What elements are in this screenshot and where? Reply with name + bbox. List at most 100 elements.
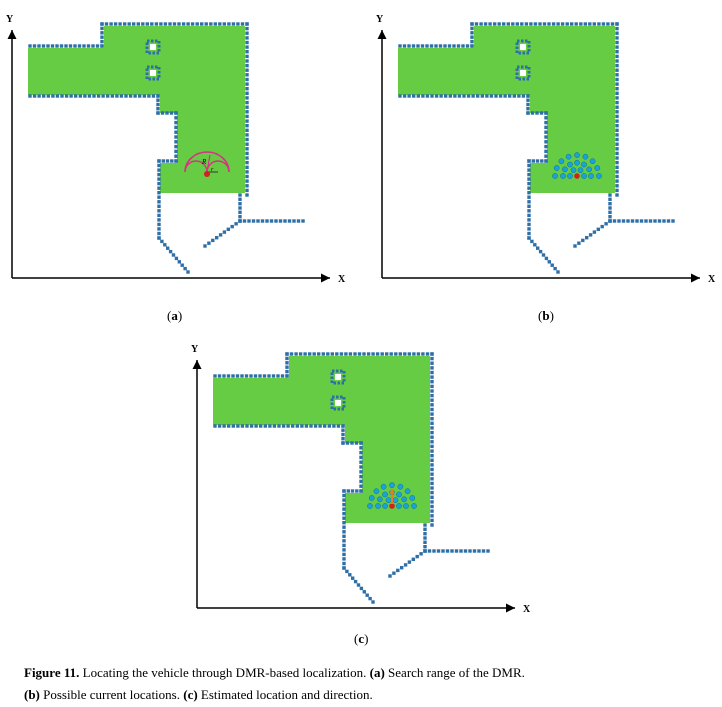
wall-marker	[615, 119, 619, 123]
wall-marker	[348, 352, 353, 356]
wall-marker	[106, 94, 110, 98]
wall-marker	[615, 54, 619, 59]
wall-marker	[538, 22, 542, 26]
wall-marker	[600, 224, 604, 229]
wall-marker	[157, 186, 161, 190]
wall-marker	[463, 549, 468, 553]
pillar	[330, 369, 346, 385]
wall-marker	[160, 239, 164, 244]
candidate-location	[401, 496, 407, 503]
wall-marker	[100, 31, 104, 35]
caption-b-text: Possible current locations.	[39, 687, 184, 702]
wall-marker	[612, 219, 617, 223]
pillar	[330, 395, 346, 411]
wall-marker	[238, 210, 242, 214]
wall-marker	[245, 179, 249, 183]
wall-marker	[448, 94, 452, 98]
candidate-location	[588, 173, 594, 179]
wall-marker	[274, 219, 278, 223]
wall-marker	[156, 107, 160, 111]
wall-marker	[350, 489, 355, 493]
wall-marker	[671, 219, 675, 223]
wall-marker	[430, 366, 434, 370]
wall-marker	[262, 374, 267, 378]
wall-marker	[480, 94, 484, 98]
wall-marker	[100, 26, 104, 31]
wall-marker	[425, 352, 430, 356]
wall-marker	[292, 219, 296, 223]
wall-marker	[161, 159, 165, 163]
wall-marker	[326, 352, 330, 356]
wall-marker	[231, 22, 236, 26]
wall-marker	[392, 571, 396, 575]
wall-marker	[438, 44, 443, 48]
wall-marker	[100, 35, 104, 39]
wall-marker	[245, 110, 249, 114]
wall-marker	[174, 130, 178, 134]
pillar-core	[150, 70, 156, 76]
wall-marker	[64, 94, 69, 98]
wall-marker	[283, 219, 287, 223]
wall-marker	[147, 94, 151, 98]
wall-marker	[245, 160, 249, 165]
wall-marker	[615, 77, 619, 82]
wall-marker	[527, 236, 531, 240]
wall-marker	[174, 135, 178, 139]
wall-marker	[240, 374, 244, 378]
wall-marker	[342, 498, 346, 502]
wall-marker	[195, 22, 199, 26]
wall-marker	[411, 557, 415, 561]
wall-marker	[359, 474, 363, 479]
candidate-locations-overlay	[552, 152, 602, 179]
wall-marker	[597, 22, 601, 26]
wall-segment	[398, 94, 530, 98]
wall-marker	[430, 403, 434, 407]
pillar-outline	[145, 65, 161, 81]
wall-marker	[375, 352, 380, 356]
wall-marker	[610, 22, 615, 26]
wall-marker	[133, 94, 137, 98]
wall-marker	[615, 128, 619, 132]
wall-marker	[245, 170, 249, 174]
wall-marker	[430, 463, 434, 467]
wall-marker	[420, 44, 425, 48]
wall-marker	[245, 40, 249, 45]
wall-marker	[245, 91, 249, 95]
wall-marker	[430, 380, 434, 384]
wall-marker	[213, 424, 217, 428]
wall-marker	[459, 549, 463, 553]
wall-marker	[245, 63, 249, 68]
wall-marker	[245, 114, 249, 119]
wall-marker	[423, 532, 427, 536]
wall-marker	[430, 514, 434, 518]
caption-a-text: Search range of the DMR.	[384, 665, 525, 680]
candidate-location	[382, 491, 388, 498]
wall-marker	[357, 352, 362, 356]
wall-marker	[245, 147, 249, 151]
wall-marker	[365, 593, 369, 597]
wall-marker	[447, 44, 452, 48]
wall-marker	[615, 68, 619, 72]
wall-segment	[430, 352, 434, 527]
wall-marker	[138, 94, 142, 98]
wall-marker	[544, 111, 548, 115]
wall-marker	[253, 374, 258, 378]
wall-marker	[470, 44, 474, 48]
wall-marker	[236, 22, 240, 26]
wall-marker	[430, 495, 434, 499]
wall-marker	[588, 233, 593, 237]
candidate-location	[581, 161, 587, 168]
wall-marker	[615, 31, 619, 35]
wall-segment	[608, 219, 675, 223]
wall-marker	[245, 105, 249, 109]
wall-marker	[615, 36, 619, 40]
wall-marker	[64, 44, 68, 48]
wall-marker	[174, 140, 178, 144]
wall-marker	[341, 428, 345, 432]
wall-segment	[470, 22, 474, 48]
wall-marker	[407, 44, 411, 48]
wall-marker	[430, 398, 434, 402]
wall-segment	[245, 22, 249, 197]
wall-marker	[481, 549, 486, 553]
wall-marker	[434, 44, 438, 48]
